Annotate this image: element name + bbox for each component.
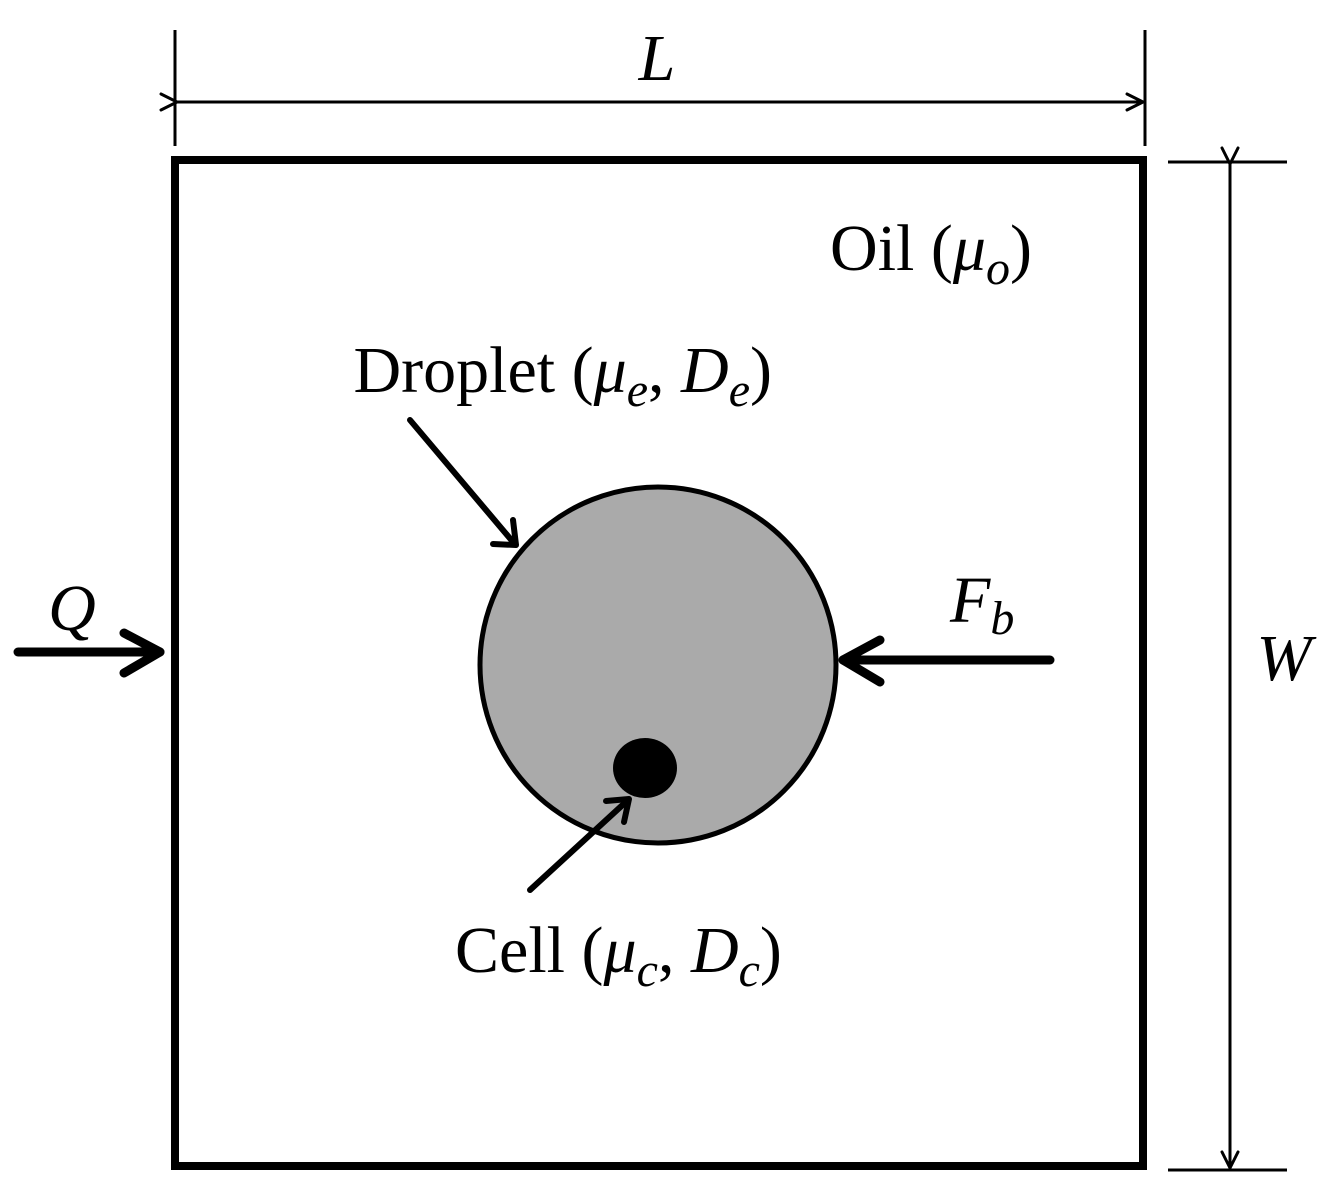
force-arrowhead bbox=[838, 635, 885, 687]
width-label: W bbox=[1257, 622, 1317, 695]
droplet-pointer-arrowhead bbox=[490, 517, 519, 548]
cell-pointer-arrowhead bbox=[603, 796, 632, 825]
cell-pointer-arrow bbox=[527, 797, 631, 893]
droplet-label: Droplet (μe, De) bbox=[353, 334, 772, 417]
length-label: L bbox=[638, 22, 676, 95]
cell-dot bbox=[613, 738, 677, 798]
inflow-arrowhead bbox=[119, 628, 165, 678]
cell-label: Cell (μc, Dc) bbox=[455, 914, 782, 997]
inflow-label: Q bbox=[48, 572, 96, 645]
force-label: Fb bbox=[949, 564, 1014, 645]
droplet-pointer-arrow bbox=[407, 417, 516, 545]
oil-label: Oil (μo) bbox=[830, 212, 1032, 295]
channel-boundary bbox=[171, 156, 1147, 1170]
droplet-circle bbox=[477, 484, 839, 846]
